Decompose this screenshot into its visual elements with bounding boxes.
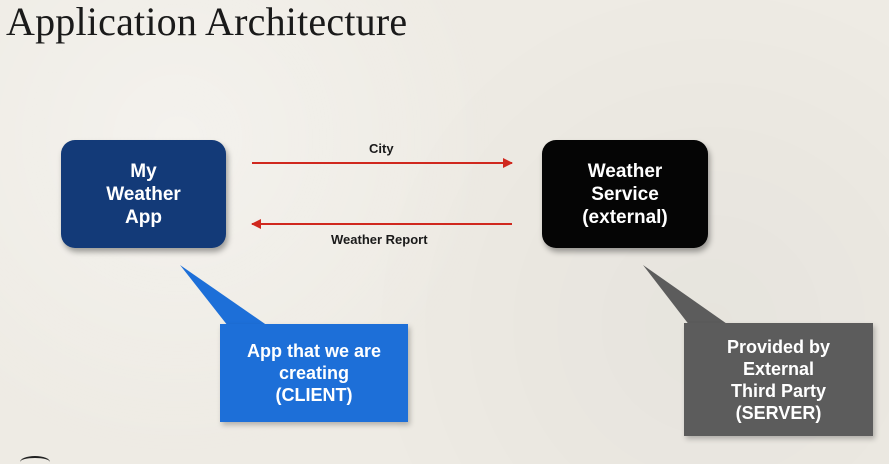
client-app-label: My Weather App xyxy=(106,160,181,228)
client-app-node: My Weather App xyxy=(61,140,226,248)
request-arrow-label: City xyxy=(369,141,394,156)
client-callout: App that we are creating (CLIENT) xyxy=(220,324,408,422)
weather-service-label: Weather Service (external) xyxy=(582,160,668,228)
client-callout-text: App that we are creating (CLIENT) xyxy=(246,341,382,405)
server-callout-pointer xyxy=(643,265,730,326)
server-callout: Provided by External Third Party (SERVER… xyxy=(684,323,873,436)
client-callout-pointer xyxy=(180,265,268,326)
slide-title: Application Architecture xyxy=(6,0,408,44)
response-arrow-label: Weather Report xyxy=(331,232,428,247)
cursor-mark-decoration xyxy=(20,456,50,464)
weather-service-node: Weather Service (external) xyxy=(542,140,708,248)
server-callout-text: Provided by External Third Party (SERVER… xyxy=(726,336,831,423)
